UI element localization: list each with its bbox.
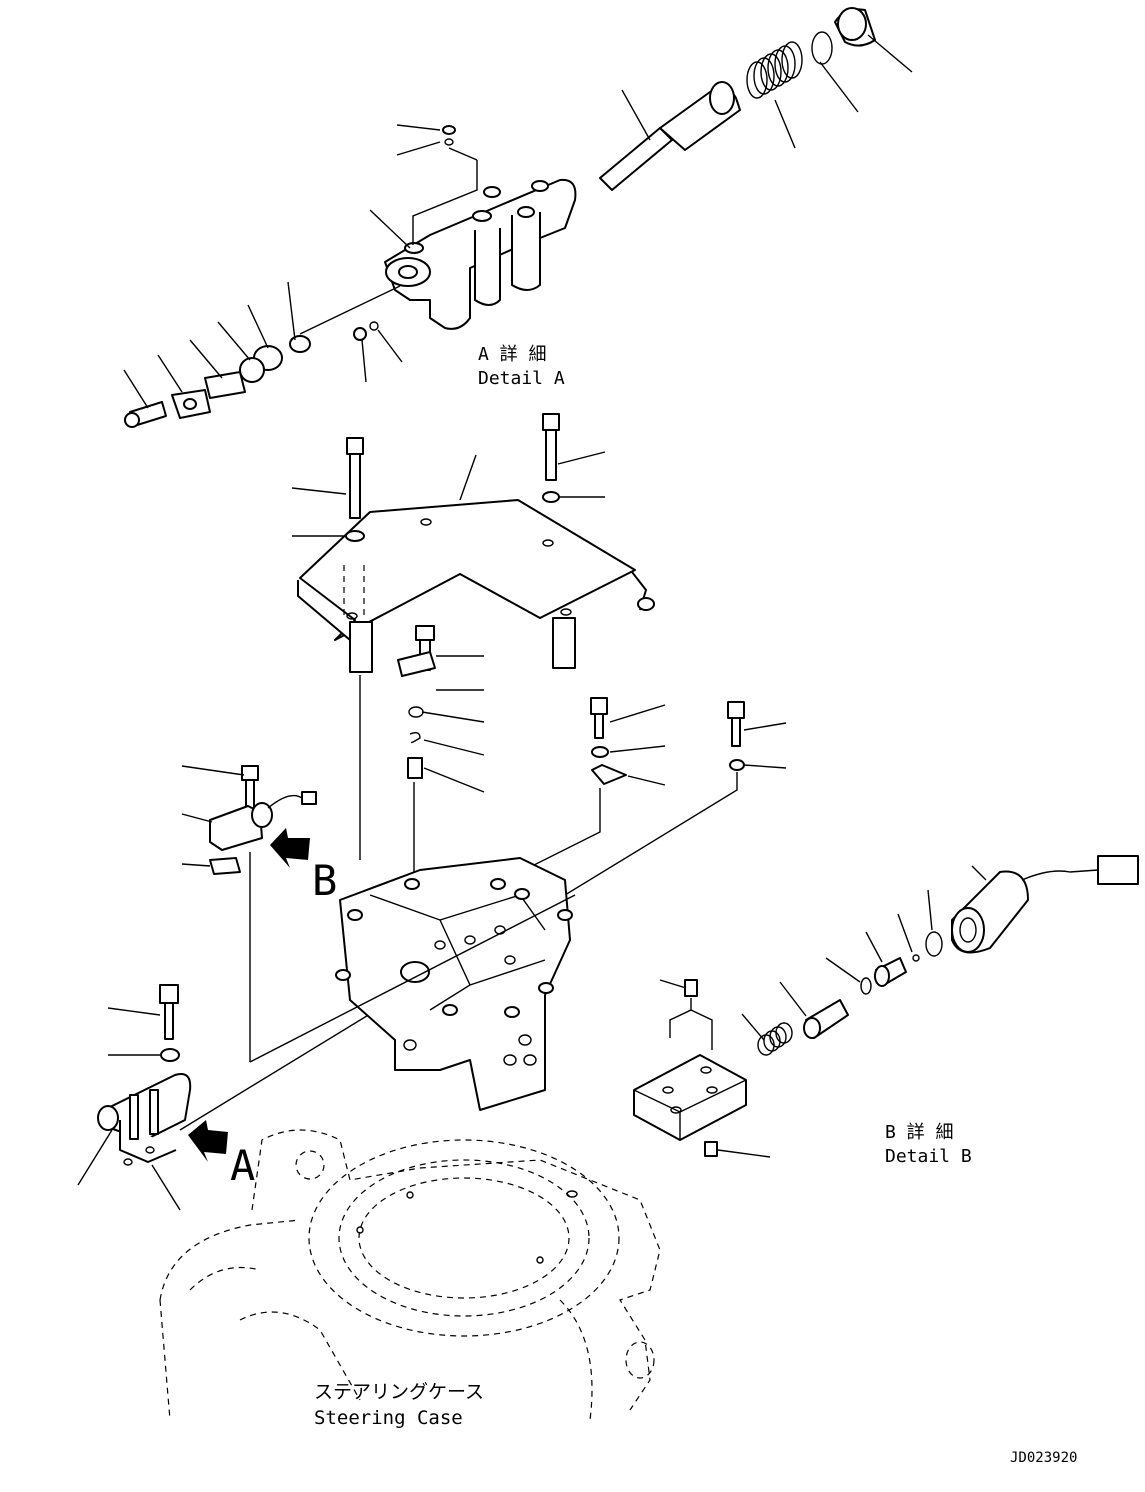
solenoid-left [181, 765, 576, 1063]
main-valve-block [335, 857, 573, 1111]
cover-plate-group [291, 413, 655, 860]
detail-a-title-en: Detail A [478, 368, 565, 389]
steering-case-label-en: Steering Case [314, 1407, 463, 1429]
center-fasteners [179, 625, 787, 1131]
detail-a-title-jp: A 詳 細 [478, 344, 547, 365]
drawing-number: JD023920 [1010, 1450, 1077, 1466]
view-label-a: A [230, 1141, 255, 1190]
steering-case-phantom [159, 1129, 661, 1421]
detail-b-assembly [633, 855, 1139, 1158]
detail-b-title-en: Detail B [885, 1146, 972, 1167]
steering-case-label-jp: ステアリングケース [314, 1381, 484, 1403]
detail-b-title-jp: B 詳 細 [885, 1122, 954, 1143]
view-label-b: B [312, 856, 337, 905]
view-arrow-a [188, 1120, 228, 1162]
left-valve-assembly [77, 984, 192, 1211]
spring-coil [746, 41, 803, 99]
detail-a-assembly [123, 7, 913, 428]
view-arrow-b [270, 828, 310, 868]
